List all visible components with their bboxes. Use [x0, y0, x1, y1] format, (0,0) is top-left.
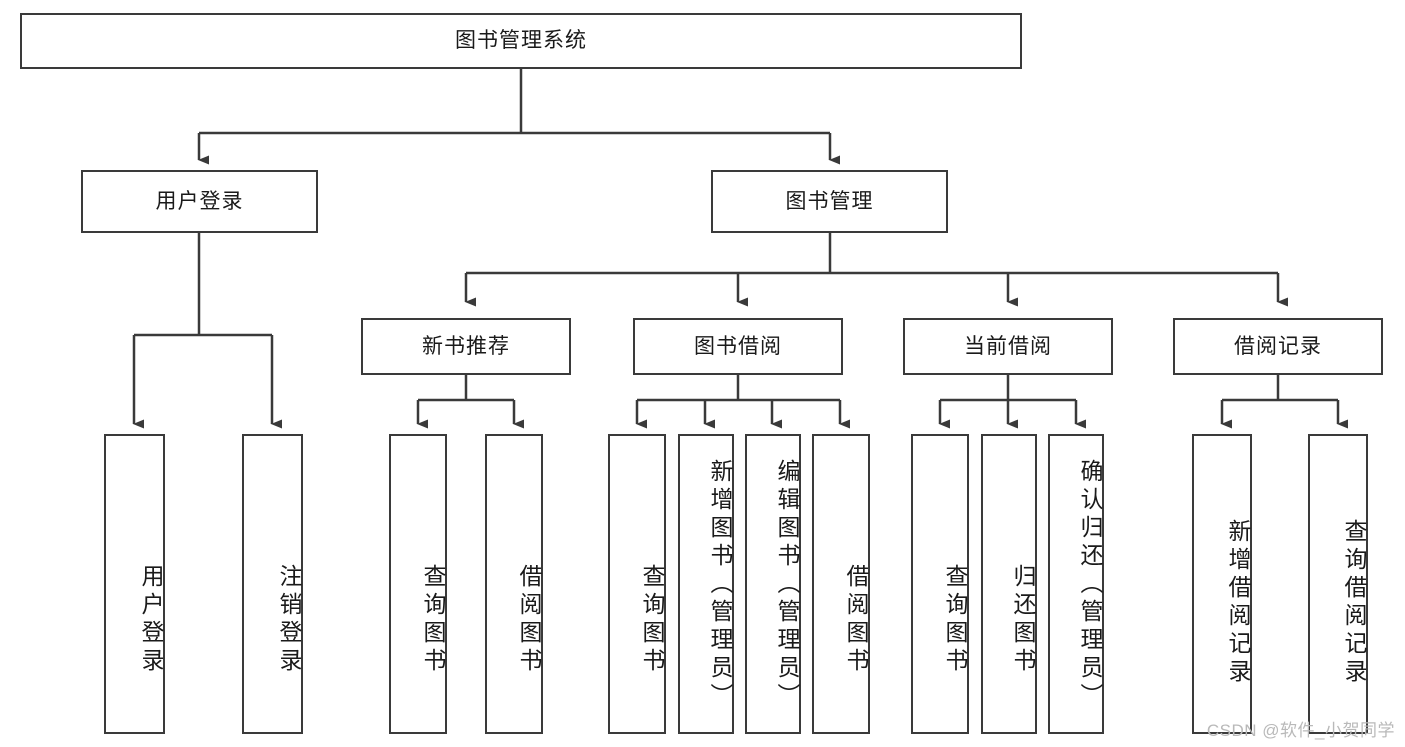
leaf-book-borrow-add-book-admin[interactable]: 新增图书（管理员） — [678, 434, 734, 734]
leaf-new-book-query-book[interactable]: 查询图书 — [389, 434, 447, 734]
node-label: 图书借阅 — [694, 334, 782, 358]
node-new-book-recommend[interactable]: 新书推荐 — [361, 318, 571, 375]
node-root-book-management-system[interactable]: 图书管理系统 — [20, 13, 1022, 69]
node-label: 借阅记录 — [1234, 334, 1322, 358]
leaf-user-login-logout[interactable]: 注销登录 — [242, 434, 303, 734]
node-label: 新增借阅记录 — [1225, 519, 1251, 687]
leaf-borrow-record-add-record[interactable]: 新增借阅记录 — [1192, 434, 1252, 734]
node-label: 用户登录 — [155, 189, 244, 213]
node-label: 新增图书（管理员） — [707, 459, 733, 711]
leaf-new-book-borrow-book[interactable]: 借阅图书 — [485, 434, 543, 734]
node-label: 图书管理 — [785, 189, 874, 213]
leaf-book-borrow-query-book[interactable]: 查询图书 — [608, 434, 666, 734]
leaf-user-login-login[interactable]: 用户登录 — [104, 434, 165, 734]
node-borrow-record[interactable]: 借阅记录 — [1173, 318, 1383, 375]
node-current-borrow[interactable]: 当前借阅 — [903, 318, 1113, 375]
node-label: 注销登录 — [276, 564, 302, 676]
node-label: 借阅图书 — [843, 564, 869, 676]
node-label: 用户登录 — [138, 564, 164, 676]
node-label: 编辑图书（管理员） — [774, 459, 800, 711]
node-label: 图书管理系统 — [455, 29, 587, 53]
node-label: 查询图书 — [420, 564, 446, 676]
node-book-management[interactable]: 图书管理 — [711, 170, 948, 233]
node-label: 查询借阅记录 — [1341, 519, 1367, 687]
csdn-watermark: CSDN @软件_小贺同学 — [1206, 721, 1395, 740]
leaf-book-borrow-borrow-book[interactable]: 借阅图书 — [812, 434, 870, 734]
leaf-current-borrow-query-book[interactable]: 查询图书 — [911, 434, 969, 734]
leaf-book-borrow-edit-book-admin[interactable]: 编辑图书（管理员） — [745, 434, 801, 734]
node-user-login[interactable]: 用户登录 — [81, 170, 318, 233]
leaf-current-borrow-return-book[interactable]: 归还图书 — [981, 434, 1037, 734]
node-label: 归还图书 — [1010, 564, 1036, 676]
leaf-current-borrow-confirm-return-admin[interactable]: 确认归还（管理员） — [1048, 434, 1104, 734]
node-label: 借阅图书 — [516, 564, 542, 676]
node-book-borrow[interactable]: 图书借阅 — [633, 318, 843, 375]
node-label: 确认归还（管理员） — [1077, 459, 1103, 711]
node-label: 新书推荐 — [422, 334, 510, 358]
node-label: 查询图书 — [942, 564, 968, 676]
leaf-borrow-record-query-record[interactable]: 查询借阅记录 — [1308, 434, 1368, 734]
node-label: 当前借阅 — [964, 334, 1052, 358]
node-label: 查询图书 — [639, 564, 665, 676]
